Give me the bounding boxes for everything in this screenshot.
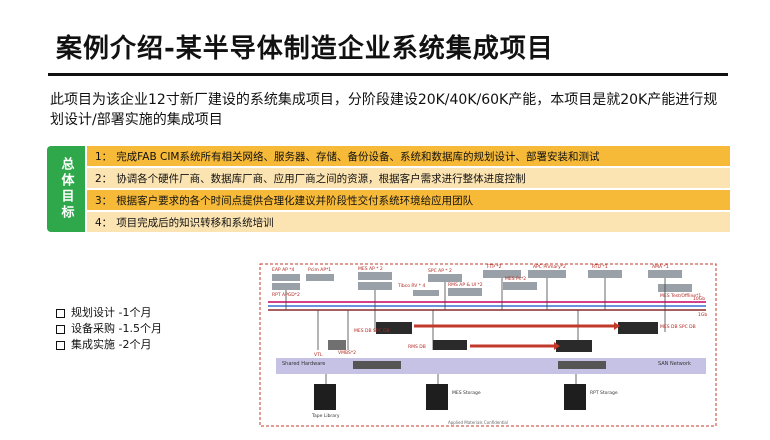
goal-text: 协调各个硬件厂商、数据库厂商、应用厂商之间的资源，根据客户需求进行整体进度控制 xyxy=(116,172,526,185)
diagram-label: FTP *2 xyxy=(487,264,502,270)
server-icon xyxy=(272,283,300,290)
goal-text: 项目完成后的知识转移和系统培训 xyxy=(116,216,274,229)
goal-number: 2： xyxy=(95,172,113,185)
title-divider xyxy=(48,73,728,76)
san-switch-icon xyxy=(558,361,606,369)
diagram-label: APC Primary*2 xyxy=(533,264,566,270)
goal-item: 2： 协调各个硬件厂商、数据库厂商、应用厂商之间的资源，根据客户需求进行整体进度… xyxy=(87,168,730,188)
server-icon xyxy=(648,270,682,278)
db-server-icon xyxy=(556,340,592,352)
diagram-label: MES Storage xyxy=(452,390,481,396)
arrow-head-icon xyxy=(554,342,560,350)
storage-array-icon xyxy=(426,384,448,410)
goals-label: 总体目标 xyxy=(47,146,85,232)
server-icon xyxy=(658,284,692,292)
diagram-label: MES Ps*2 xyxy=(505,276,526,282)
server-icon xyxy=(358,272,392,280)
diagram-label: RMS DB xyxy=(408,344,426,350)
goal-item: 1： 完成FAB CIM系统所有相关网络、服务器、存储、备份设备、系统和数据库的… xyxy=(87,146,730,166)
goals-panel: 总体目标 1： 完成FAB CIM系统所有相关网络、服务器、存储、备份设备、系统… xyxy=(47,146,730,232)
diagram-label: VMBS*2 xyxy=(338,350,356,356)
db-server-icon xyxy=(376,322,412,334)
schedule-item: 设备采购 -1.5个月 xyxy=(56,321,162,337)
server-icon xyxy=(306,274,334,281)
server-icon xyxy=(528,270,566,278)
diagram-label: 1Gb xyxy=(698,312,707,318)
diagram-label: SAN Network xyxy=(658,361,691,367)
diagram-footer: Applied Materials Confidential xyxy=(448,420,508,425)
server-icon xyxy=(448,288,482,296)
diagram-label: Tape Library xyxy=(311,413,340,419)
diagram-label: MES DB SPC DB xyxy=(354,328,390,334)
server-icon xyxy=(272,274,300,281)
san-switch-icon xyxy=(353,361,401,369)
square-bullet-icon xyxy=(56,324,65,334)
db-server-icon xyxy=(433,340,467,350)
goal-number: 4： xyxy=(95,216,113,229)
diagram-label: 10Gb xyxy=(693,296,705,302)
schedule-text: 规划设计 -1个月 xyxy=(71,306,152,319)
vtl-icon xyxy=(328,340,346,350)
storage-array-icon xyxy=(564,384,586,410)
server-group xyxy=(272,270,692,296)
system-architecture-diagram: EAP AP *4 Pcim AP*1 MES AP * 2 SPC AP * … xyxy=(258,262,718,434)
goal-number: 3： xyxy=(95,194,113,207)
server-icon xyxy=(413,290,439,296)
goal-text: 完成FAB CIM系统所有相关网络、服务器、存储、备份设备、系统和数据库的规划设… xyxy=(116,150,600,163)
tape-library-icon xyxy=(314,384,336,410)
square-bullet-icon xyxy=(56,308,65,318)
goal-text: 根据客户要求的各个时间点提供合理化建议并阶段性交付系统环境给应用团队 xyxy=(116,194,474,207)
diagram-label: SPC AP * 2 xyxy=(428,268,452,274)
server-icon xyxy=(358,282,392,290)
schedule-item: 规划设计 -1个月 xyxy=(56,305,162,321)
arrow-head-icon xyxy=(614,322,620,330)
db-server-icon xyxy=(618,322,658,334)
server-icon xyxy=(503,282,537,290)
schedule-item: 集成实施 -2个月 xyxy=(56,337,162,353)
goal-number: 1： xyxy=(95,150,113,163)
san-band xyxy=(276,358,706,374)
page-title: 案例介绍-某半导体制造企业系统集成项目 xyxy=(56,34,554,64)
server-icon xyxy=(588,270,622,278)
server-icon xyxy=(483,270,521,278)
architecture-svg: EAP AP *4 Pcim AP*1 MES AP * 2 SPC AP * … xyxy=(259,263,717,427)
diagram-label: EAP AP *4 xyxy=(272,267,295,273)
diagram-label: Shared Hardware xyxy=(282,361,325,367)
goal-item: 3： 根据客户要求的各个时间点提供合理化建议并阶段性交付系统环境给应用团队 xyxy=(87,190,730,210)
schedule-text: 设备采购 -1.5个月 xyxy=(71,322,162,335)
schedule-text: 集成实施 -2个月 xyxy=(71,338,152,351)
diagram-label: Tibco RV * 4 xyxy=(397,283,425,289)
diagram-label: RPT Storage xyxy=(590,390,618,396)
diagram-label: VTL xyxy=(314,352,323,358)
goals-list: 1： 完成FAB CIM系统所有相关网络、服务器、存储、备份设备、系统和数据库的… xyxy=(87,146,730,232)
square-bullet-icon xyxy=(56,340,65,350)
diagram-label: RTD *1 xyxy=(592,264,608,270)
diagram-label: RMS AP & UI *2 xyxy=(448,282,483,288)
diagram-label: Pcim AP*1 xyxy=(308,267,331,273)
intro-paragraph: 此项目为该企业12寸新厂建设的系统集成项目，分阶段建设20K/40K/60K产能… xyxy=(50,92,718,128)
diagram-label: MES AP * 2 xyxy=(358,266,383,272)
diagram-label: MES DB SPC DB xyxy=(660,324,696,330)
goal-item: 4： 项目完成后的知识转移和系统培训 xyxy=(87,212,730,232)
diagram-label: AMA *1 xyxy=(652,264,669,270)
diagram-label: MES Test/Offline*1 xyxy=(660,293,701,299)
server-icon xyxy=(428,274,462,282)
schedule-list: 规划设计 -1个月 设备采购 -1.5个月 集成实施 -2个月 xyxy=(56,305,162,353)
